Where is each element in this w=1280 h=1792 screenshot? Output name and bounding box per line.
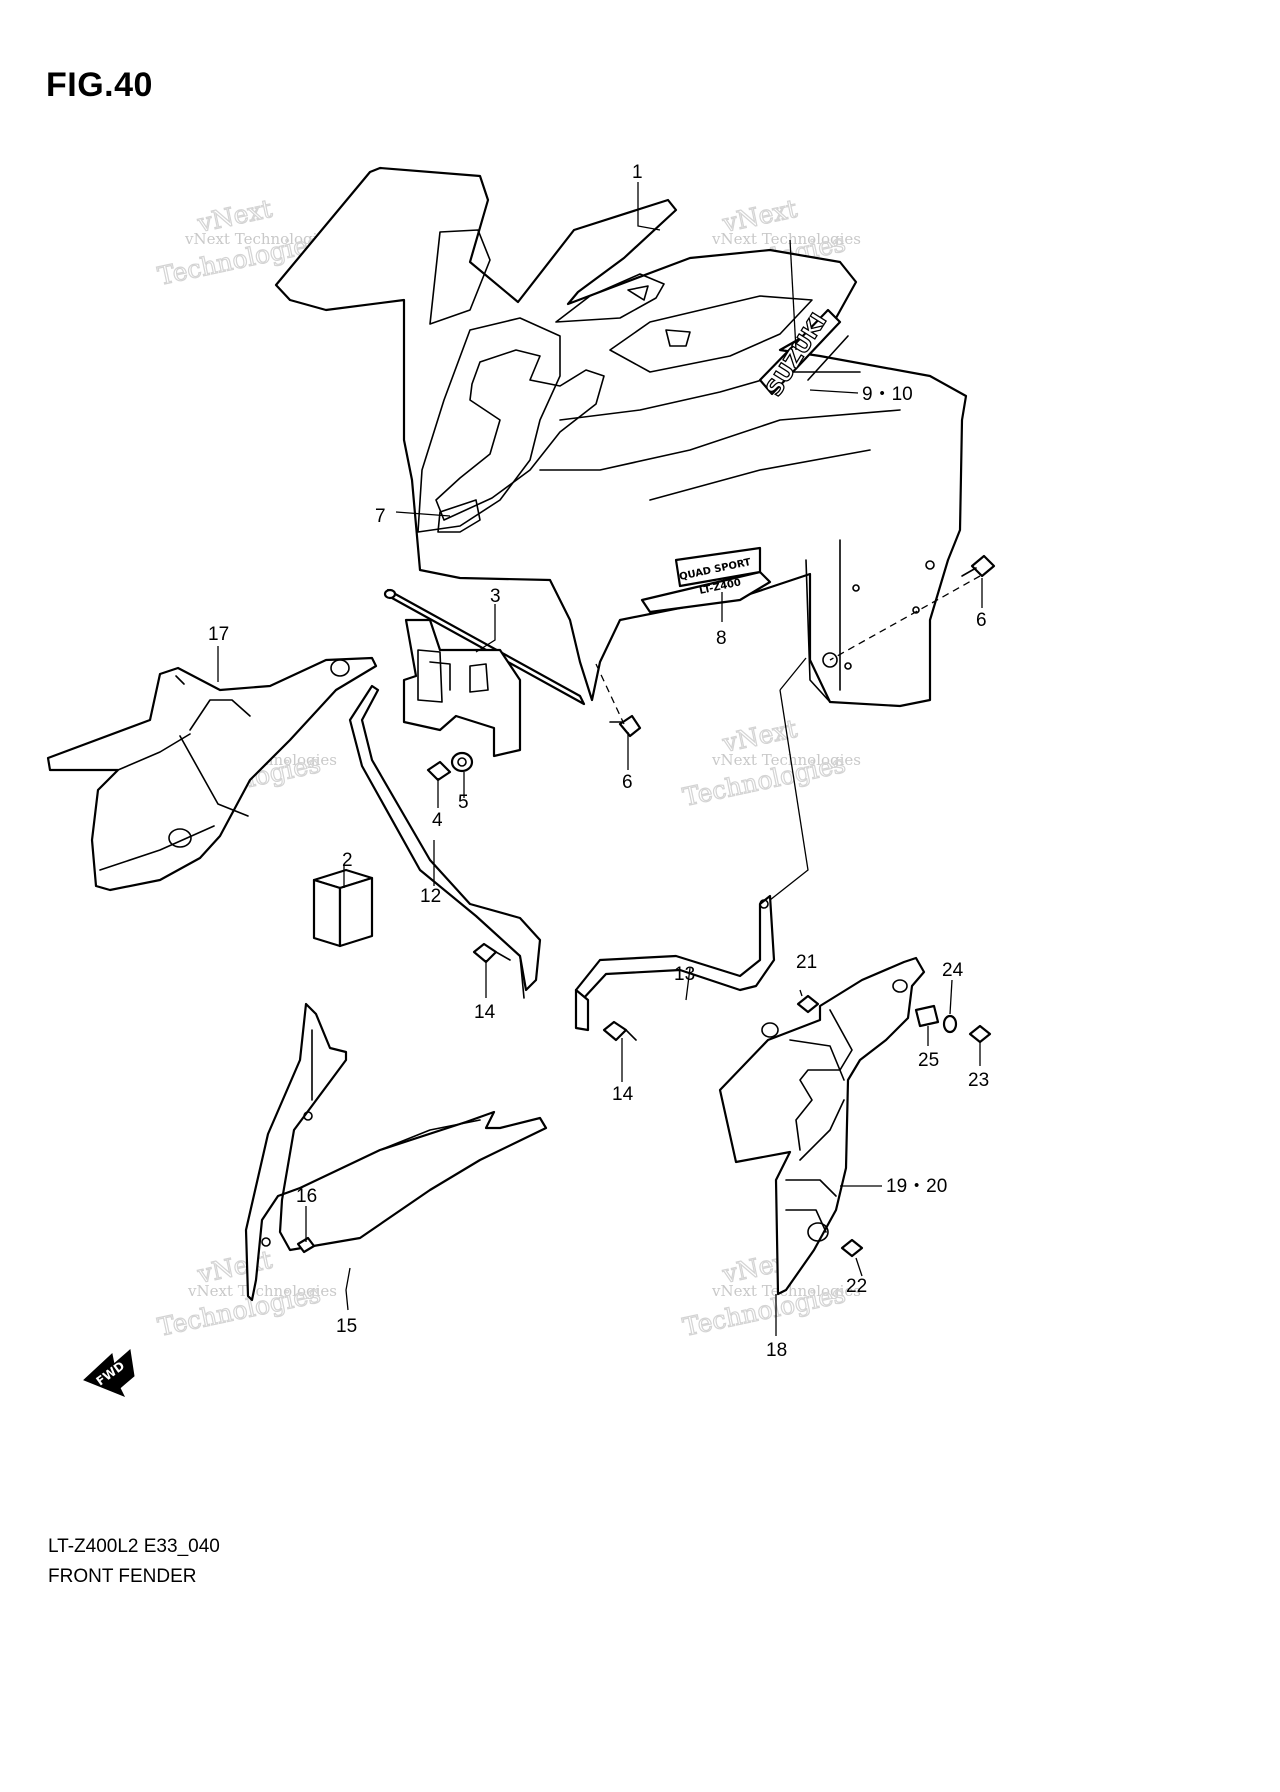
callout-6-center: 6	[622, 772, 633, 793]
watermark-line2: vNext Technologies	[711, 230, 861, 248]
leader-lines	[217, 182, 983, 1336]
callout-1: 1	[632, 162, 643, 183]
callout-8: 8	[716, 628, 727, 649]
screw-22	[840, 1238, 864, 1258]
left-support-rod	[348, 684, 542, 999]
bolt-16	[296, 1236, 316, 1254]
callout-19-20: 19・20	[886, 1176, 947, 1197]
section-name: FRONT FENDER	[48, 1566, 197, 1587]
bolt-4	[426, 760, 452, 782]
callout-3: 3	[490, 586, 501, 607]
callout-24: 24	[942, 960, 964, 981]
right-support-rod	[574, 894, 776, 1032]
model-code: LT-Z400L2 E33_040	[48, 1536, 220, 1557]
callout-12: 12	[420, 886, 441, 907]
mounting-bracket	[383, 588, 586, 758]
front-fender-body	[274, 166, 968, 708]
part-2-block	[312, 868, 374, 948]
callout-6-right: 6	[976, 610, 987, 631]
watermark-mid-right: vNext vNext Technologies Technologies	[680, 713, 861, 812]
callout-5: 5	[458, 792, 469, 813]
watermark-line2: vNext Technologies	[711, 751, 861, 769]
watermark-line2: vNext Technologies	[184, 230, 334, 248]
bolt-6-center	[609, 714, 642, 738]
figure-title: FIG.40	[46, 66, 153, 104]
left-side-panel	[46, 656, 378, 892]
washer-24	[942, 1014, 958, 1034]
callout-4: 4	[432, 810, 443, 831]
callout-13: 13	[674, 964, 695, 985]
callout-9-10: 9・10	[862, 384, 913, 405]
bolt-14-right	[602, 1020, 637, 1042]
callout-23: 23	[968, 1070, 989, 1091]
bolt-23	[968, 1024, 992, 1044]
right-side-panel	[718, 956, 926, 1296]
figure-caption: LT-Z400L2 E33_040 FRONT FENDER	[48, 1532, 220, 1592]
watermark-bottom-right: vNext vNext Technologies Technologies	[680, 1244, 861, 1342]
callout-7: 7	[375, 506, 386, 527]
collar-25	[914, 1004, 940, 1028]
callouts: 1 2 3 4 5 6 6 7 8 9・10 12 13 14 14 15 16…	[208, 162, 989, 1361]
callout-2: 2	[342, 850, 353, 871]
callout-15: 15	[336, 1316, 357, 1337]
callout-18: 18	[766, 1340, 787, 1361]
bolt-6-right	[961, 554, 996, 578]
lower-splash-guard	[244, 1002, 548, 1302]
screw-21	[796, 994, 820, 1014]
callout-14-left: 14	[474, 1002, 496, 1023]
washer-5	[450, 751, 474, 773]
callout-16: 16	[296, 1186, 317, 1207]
callout-22: 22	[846, 1276, 867, 1297]
callout-17: 17	[208, 624, 229, 645]
fwd-arrow-icon: FWD	[83, 1349, 135, 1397]
callout-14-right: 14	[612, 1084, 634, 1105]
callout-25: 25	[918, 1050, 939, 1071]
bolt-14-left	[472, 942, 511, 964]
callout-21: 21	[796, 952, 817, 973]
watermark-line2: vNext Technologies	[187, 1282, 337, 1300]
watermark-top-left: vNext vNext Technologies Technologies	[155, 193, 334, 291]
